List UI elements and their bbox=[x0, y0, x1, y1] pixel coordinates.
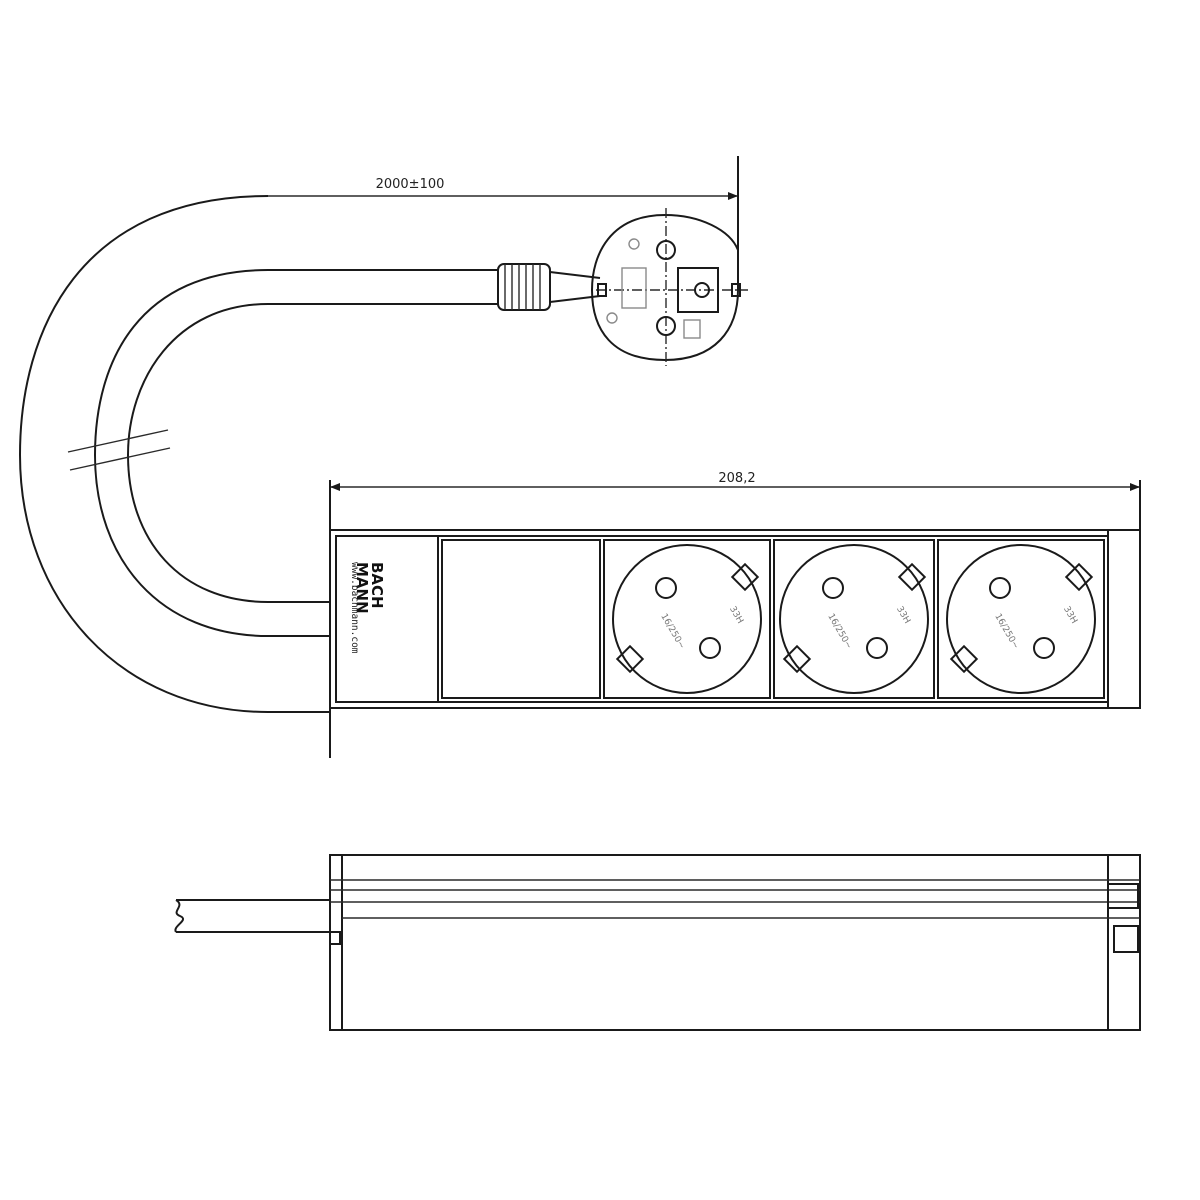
side-housing bbox=[329, 854, 1141, 1031]
power-strip-side-view bbox=[174, 854, 1141, 1031]
cable-break-mark bbox=[67, 429, 169, 453]
socket-face bbox=[612, 544, 762, 694]
power-cable bbox=[18, 195, 498, 713]
earth-contact bbox=[677, 267, 719, 313]
earth-clip bbox=[782, 644, 812, 674]
earth-clip-left bbox=[597, 283, 607, 297]
socket-code: 33H bbox=[1061, 605, 1079, 626]
power-strip-top-view: BACH MANN www.bachmann.com 16/250~ 33H bbox=[329, 529, 1141, 709]
socket-code: 33H bbox=[727, 605, 745, 626]
strain-relief bbox=[497, 263, 551, 311]
strip-length-label: 208,2 bbox=[718, 471, 755, 486]
brand-url: www.bachmann.com bbox=[349, 562, 360, 654]
socket-hole bbox=[822, 577, 844, 599]
brand-line2: MANN bbox=[353, 562, 371, 614]
cable-break-mark bbox=[69, 447, 171, 471]
socket-module: 16/250~ 33H bbox=[603, 539, 771, 699]
socket-hole bbox=[699, 637, 721, 659]
brand-line1: BACH bbox=[368, 562, 386, 609]
socket-face bbox=[946, 544, 1096, 694]
socket-hole bbox=[866, 637, 888, 659]
cable-length-label: 2000±100 bbox=[376, 177, 445, 192]
socket-code: 33H bbox=[894, 605, 912, 626]
strip-housing bbox=[329, 529, 1141, 709]
pin-hole-top bbox=[656, 240, 676, 260]
approval-mark-icon bbox=[621, 267, 647, 309]
strip-inner-frame bbox=[335, 535, 1109, 703]
arrow-head bbox=[330, 483, 340, 491]
socket-rating: 16/250~ bbox=[658, 612, 686, 651]
socket-hole bbox=[989, 577, 1011, 599]
schuko-plug bbox=[497, 208, 748, 366]
cable-break-mark bbox=[174, 899, 185, 933]
earth-clip bbox=[897, 562, 927, 592]
socket-rating: 16/250~ bbox=[825, 612, 853, 651]
arrow-head bbox=[1130, 483, 1140, 491]
pin-hole-bottom bbox=[656, 316, 676, 336]
earth-clip-right bbox=[731, 283, 741, 297]
socket-hole bbox=[1033, 637, 1055, 659]
earth-clip bbox=[1064, 562, 1094, 592]
socket-face bbox=[779, 544, 929, 694]
approval-mark-icon bbox=[628, 238, 640, 250]
earth-clip bbox=[730, 562, 760, 592]
socket-module: 16/250~ 33H bbox=[937, 539, 1105, 699]
cable-outer-edge bbox=[18, 195, 330, 713]
cable-mid-edge bbox=[93, 269, 330, 637]
approval-mark-icon bbox=[683, 319, 701, 339]
brand-panel: BACH MANN www.bachmann.com bbox=[335, 535, 439, 703]
cable-inner-edge bbox=[126, 303, 330, 603]
plug-face bbox=[590, 213, 739, 362]
arrow-head bbox=[728, 192, 738, 200]
approval-mark-icon bbox=[606, 312, 618, 324]
earth-clip bbox=[615, 644, 645, 674]
socket-hole bbox=[655, 577, 677, 599]
end-cap-notch bbox=[1113, 925, 1139, 953]
socket-module: 16/250~ 33H bbox=[773, 539, 935, 699]
blank-module bbox=[441, 539, 601, 699]
socket-rating: 16/250~ bbox=[992, 612, 1020, 651]
earth-clip bbox=[949, 644, 979, 674]
